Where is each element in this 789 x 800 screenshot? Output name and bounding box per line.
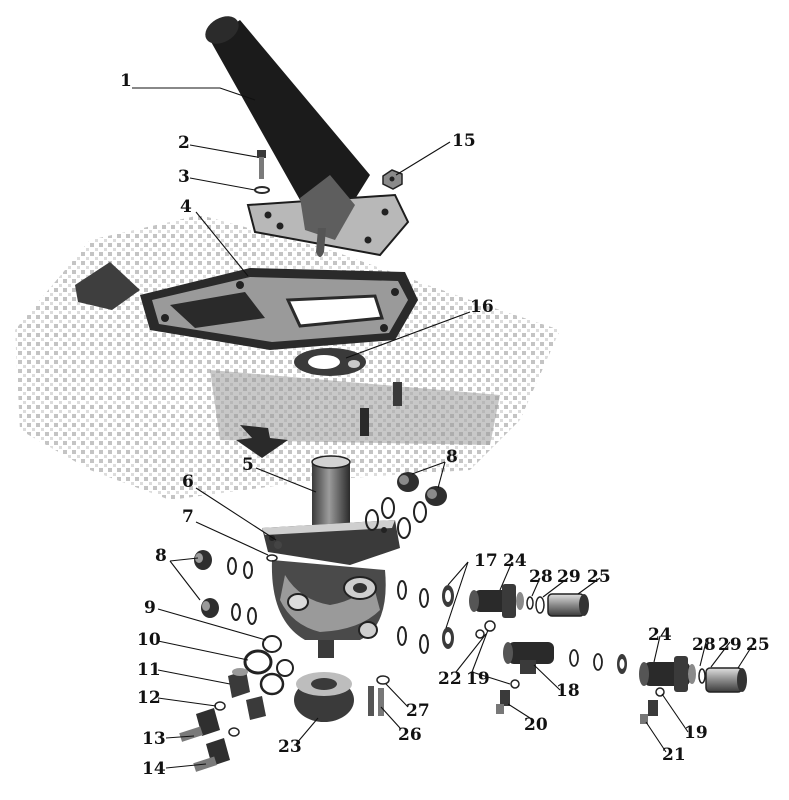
- part-22-fitting: [475, 620, 496, 639]
- part-21-fitting: [640, 700, 658, 724]
- part-6-nut: [274, 541, 282, 549]
- callout-22: 22: [438, 669, 462, 689]
- part-24-tee-fitting: [469, 584, 524, 618]
- part-28-ring-right: [698, 668, 706, 684]
- callout-9: 9: [144, 598, 156, 618]
- part-8-plug-upper: [365, 472, 447, 539]
- callout-14: 14: [142, 759, 166, 779]
- callout-13: 13: [142, 729, 166, 749]
- part-23-cap: [294, 672, 354, 722]
- callout-21: 21: [662, 745, 686, 765]
- part-5-valve-body: [262, 455, 400, 658]
- callout-23: 23: [278, 737, 302, 757]
- callout-20: 20: [524, 715, 548, 735]
- part-7-washer: [266, 554, 278, 562]
- callout-18: 18: [556, 681, 580, 701]
- callout-15: 15: [452, 131, 476, 151]
- callout-25-right: 25: [746, 635, 770, 655]
- part-18-fitting: [503, 642, 627, 674]
- part-26-pin: [368, 686, 384, 716]
- callout-labels: 1 2 3 15 4 16 5 8 6 7 8 9 10 11 12 13 14…: [120, 71, 770, 779]
- callout-29: 29: [557, 567, 581, 587]
- part-12-washer: [214, 701, 226, 711]
- part-25-nut-right: [705, 667, 747, 693]
- part-20-fitting: [496, 690, 510, 714]
- callout-6: 6: [182, 472, 194, 492]
- part-24-tee-fitting-right: [639, 656, 696, 692]
- part-10-ring: [243, 649, 273, 675]
- callout-16: 16: [470, 297, 494, 317]
- callout-17: 17: [474, 551, 498, 571]
- callout-12: 12: [137, 688, 161, 708]
- callout-4: 4: [180, 197, 192, 217]
- part-28-ring: [526, 596, 534, 610]
- callout-3: 3: [178, 167, 190, 187]
- callout-8-upper: 8: [446, 447, 458, 467]
- callout-7: 7: [182, 507, 194, 527]
- callout-24-right: 24: [648, 625, 672, 645]
- background-floor: [15, 215, 560, 500]
- callout-29-right: 29: [718, 635, 742, 655]
- part-11-fitting: [228, 668, 266, 720]
- part-9-ring: [262, 635, 282, 653]
- part-2-bolt: [257, 150, 266, 179]
- callout-2: 2: [178, 133, 190, 153]
- part-16-gasket: [294, 348, 366, 376]
- part-4-gasket: [140, 268, 418, 350]
- callout-26: 26: [398, 725, 422, 745]
- part-1-lever: [205, 16, 410, 257]
- callout-24: 24: [503, 551, 527, 571]
- part-25-nut: [547, 593, 589, 617]
- callout-10: 10: [137, 630, 161, 650]
- callout-28-right: 28: [692, 635, 716, 655]
- callout-19: 19: [466, 669, 490, 689]
- leader-lines: [132, 87, 753, 769]
- callout-27: 27: [406, 701, 430, 721]
- callout-25: 25: [587, 567, 611, 587]
- part-17-rings: [442, 585, 454, 649]
- callout-11: 11: [137, 660, 161, 680]
- part-13-fitting: [179, 708, 220, 742]
- callout-19-right: 19: [684, 723, 708, 743]
- part-8-plug-left: [194, 550, 257, 625]
- seal-rings-right: [397, 580, 429, 654]
- callout-8-left: 8: [155, 546, 167, 566]
- part-19-ring: [510, 679, 520, 689]
- callout-1: 1: [120, 71, 132, 91]
- part-27-clip: [376, 675, 390, 685]
- callout-28: 28: [529, 567, 553, 587]
- part-19-ring-right: [655, 687, 665, 697]
- callout-5: 5: [242, 455, 254, 475]
- part-29-ring: [535, 596, 545, 614]
- part-3-washer: [254, 186, 270, 194]
- part-14-fitting: [193, 738, 230, 772]
